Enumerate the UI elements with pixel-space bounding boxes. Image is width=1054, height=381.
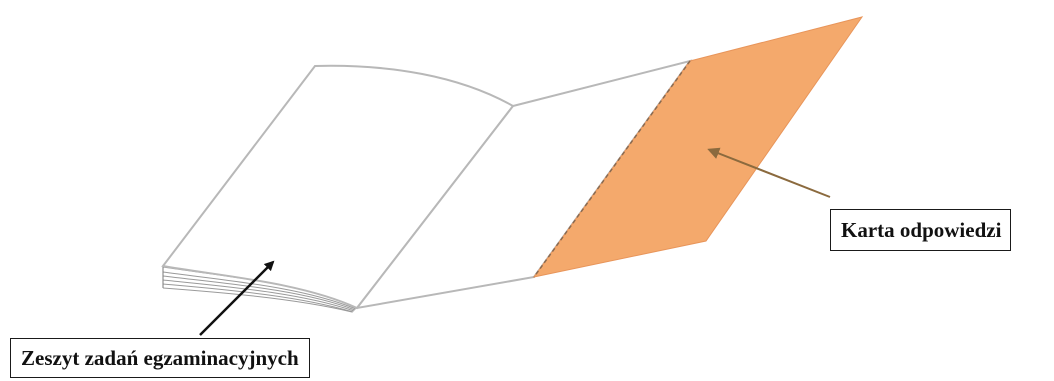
answer-card-label-text: Karta odpowiedzi [841,220,1001,241]
answer-card-label: Karta odpowiedzi [830,209,1011,251]
task-booklet-label: Zeszyt zadań egzaminacyjnych [10,338,310,378]
task-booklet-label-text: Zeszyt zadań egzaminacyjnych [21,348,299,369]
